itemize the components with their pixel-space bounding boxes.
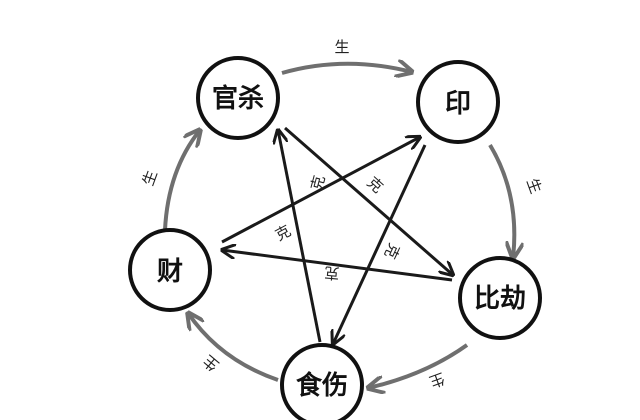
generate-label-right: 生 — [523, 176, 545, 196]
node-yin: 印 — [416, 60, 500, 144]
generate-label-bottom-right: 生 — [427, 369, 447, 391]
control-arrow-guansha-bijie — [284, 126, 453, 275]
node-bijie-label: 比劫 — [474, 284, 526, 314]
node-cai-label: 财 — [157, 257, 183, 287]
control-arrow-shishang-guansha — [278, 130, 322, 343]
node-yin-label: 印 — [445, 89, 471, 119]
control-arrow-cai-yin — [221, 137, 420, 244]
generate-arrow-bijie-shishang — [368, 343, 469, 388]
generate-label-left: 生 — [139, 168, 161, 188]
control-label-bijie-cai: 克 — [324, 263, 341, 282]
control-label-yin-shishang: 克 — [381, 240, 404, 261]
node-shishang-label: 食伤 — [296, 370, 348, 401]
control-arrow-bijie-cai — [222, 250, 453, 282]
generate-arrow-guansha-yin — [281, 64, 412, 73]
node-bijie: 比劫 — [458, 256, 542, 340]
generate-arrow-shishang-cai — [188, 313, 279, 382]
control-label-cai-yin: 克 — [272, 222, 294, 245]
node-guansha-label: 官杀 — [212, 83, 264, 114]
node-shishang: 食伤 — [280, 343, 364, 420]
generate-label-bottom-left: 生 — [199, 351, 222, 374]
generate-arrow-yin-bijie — [488, 143, 514, 258]
generate-label-top: 生 — [334, 38, 349, 56]
node-guansha: 官杀 — [196, 56, 280, 140]
control-label-guansha-bijie: 克 — [363, 173, 386, 196]
generate-arrow-cai-guansha — [163, 130, 200, 231]
control-label-shishang-guansha: 克 — [307, 173, 328, 192]
control-arrow-yin-shishang — [333, 144, 427, 344]
node-cai: 财 — [128, 228, 212, 312]
